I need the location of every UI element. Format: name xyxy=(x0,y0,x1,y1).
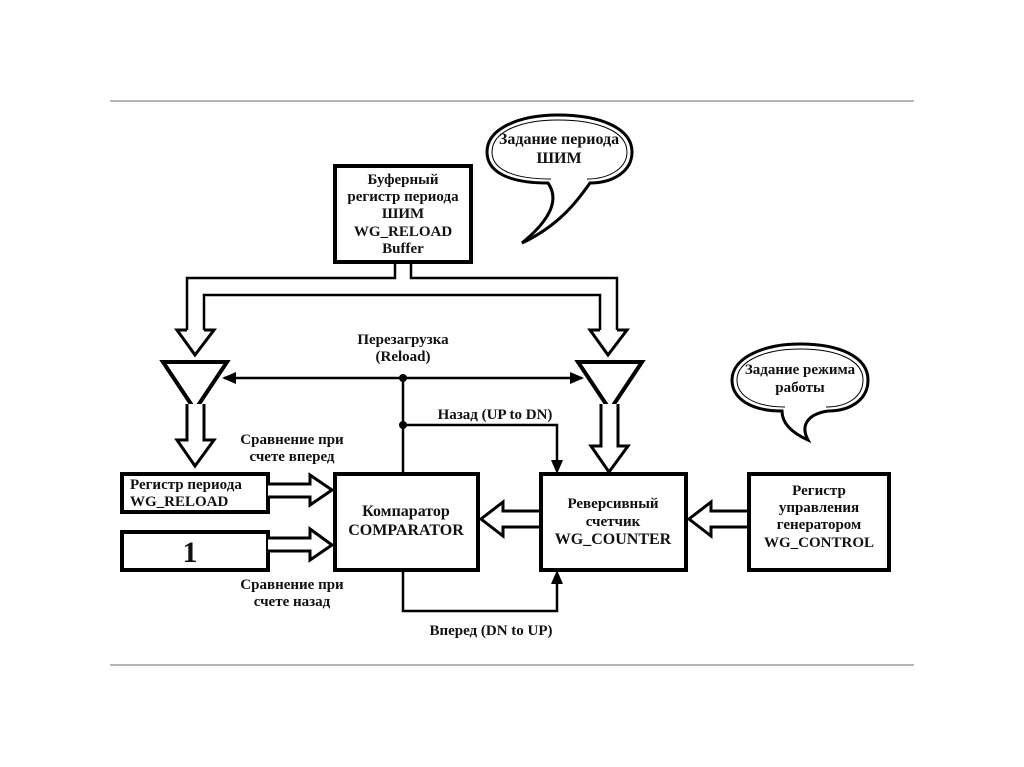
buffer-register-line-5: Buffer xyxy=(382,241,424,257)
comparator-block: Компаратор COMPARATOR xyxy=(333,472,480,572)
period-register-line-2: WG_RELOAD xyxy=(130,494,229,510)
constant-one-value: 1 xyxy=(183,536,198,569)
up-to-dn-label: Назад (UP to DN) xyxy=(438,407,553,423)
control-register-line-3: генератором xyxy=(777,517,861,533)
callout-period-line-1: Задание периода xyxy=(499,131,619,148)
buffer-register-line-4: WG_RELOAD xyxy=(354,224,453,240)
top-divider xyxy=(110,100,914,102)
bus-arrow-right-down xyxy=(587,328,631,358)
control-register-line-2: управления xyxy=(779,500,859,516)
control-register-line-1: Регистр xyxy=(792,483,846,499)
reload-line xyxy=(222,372,584,474)
compare-down-label-line-1: Сравнение при xyxy=(240,577,344,593)
callout-mode-setting: Задание режима работы xyxy=(730,342,870,444)
constant-one-block: 1 xyxy=(120,530,270,572)
reload-gate-left xyxy=(159,360,231,414)
buffer-register-line-2: регистр периода xyxy=(347,189,459,205)
reload-label-line-2: (Reload) xyxy=(376,349,431,365)
comparator-line-1: Компаратор xyxy=(362,503,450,520)
buffer-register-line-3: ШИМ xyxy=(382,206,424,222)
bus-arrow-left-down xyxy=(174,328,218,358)
comparator-line-2: COMPARATOR xyxy=(348,522,464,539)
reload-label-line-1: Перезагрузка xyxy=(357,332,449,348)
period-register-line-1: Регистр периода xyxy=(130,477,242,493)
dn-to-up-label: Вперед (DN to UP) xyxy=(429,623,552,639)
counter-line-2: счетчик xyxy=(586,514,641,530)
compare-down-label-line-2: счете назад xyxy=(254,594,331,610)
callout-period-line-2: ШИМ xyxy=(536,150,581,167)
bottom-divider xyxy=(110,664,914,666)
buffer-bus xyxy=(174,263,631,358)
bus-one-to-comparator xyxy=(268,526,335,563)
compare-up-label-line-1: Сравнение при xyxy=(240,432,344,448)
callout-mode-line-2: работы xyxy=(775,380,825,396)
bus-control-to-counter xyxy=(686,498,748,540)
buffer-register-block: Буферный регистр периода ШИМ WG_RELOAD B… xyxy=(333,164,473,264)
counter-line-1: Реверсивный xyxy=(567,496,658,512)
period-register-block: Регистр периода WG_RELOAD xyxy=(120,472,270,514)
buffer-register-line-1: Буферный xyxy=(367,172,438,188)
compare-up-label-line-2: счете вперед xyxy=(249,449,334,465)
bus-counter-to-comparator xyxy=(478,498,540,540)
callout-period-setting: Задание периода ШИМ xyxy=(485,113,634,245)
reload-gate-right xyxy=(574,360,646,414)
counter-block: Реверсивный счетчик WG_COUNTER xyxy=(539,472,688,572)
bus-period-to-comparator xyxy=(268,472,335,508)
callout-mode-line-1: Задание режима xyxy=(745,362,856,378)
bus-left-to-period-register xyxy=(174,404,217,469)
bus-right-to-counter xyxy=(588,404,631,475)
counter-line-3: WG_COUNTER xyxy=(555,531,672,548)
control-register-block: Регистр управления генератором WG_CONTRO… xyxy=(747,472,891,572)
dn-to-up-line xyxy=(401,570,563,613)
control-register-line-4: WG_CONTROL xyxy=(764,535,874,551)
up-to-dn-line xyxy=(403,423,563,474)
